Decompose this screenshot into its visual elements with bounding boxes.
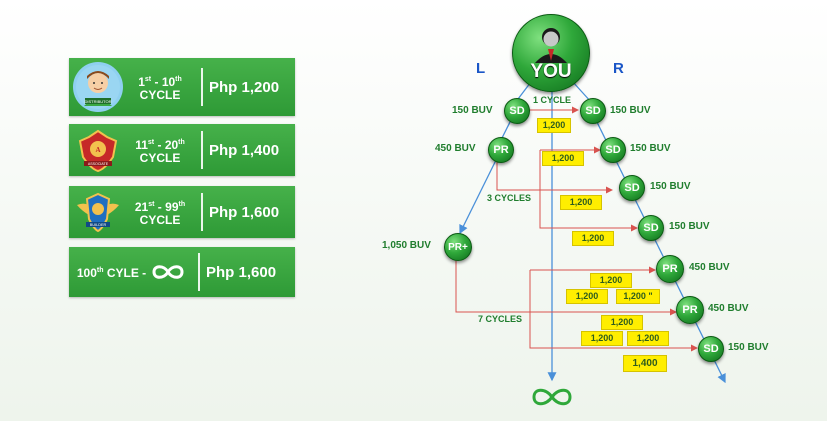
tier-panel-associate: A ASSOCIATE 11st - 20th CYCLE Php 1,400 bbox=[69, 124, 295, 176]
tier-panel-distributor: DISTRIBUTOR 1st - 10th CYCLE Php 1,200 bbox=[69, 58, 295, 116]
tier-amount: Php 1,200 bbox=[209, 78, 280, 96]
right-leg-label: R bbox=[613, 60, 624, 77]
buv-label: 450 BUV bbox=[708, 303, 749, 314]
payout-box: 1,200 bbox=[560, 195, 602, 210]
payout-box: 1,200 bbox=[627, 331, 669, 346]
tier-divider bbox=[201, 68, 203, 106]
node-pr-right-5: PR bbox=[656, 255, 684, 283]
badge-caption: ASSOCIATE bbox=[88, 162, 109, 166]
associate-shield-icon: A ASSOCIATE bbox=[73, 125, 123, 175]
buv-label: 150 BUV bbox=[669, 221, 710, 232]
payout-box: 1,200 bbox=[542, 151, 584, 166]
payout-box: 1,200 " bbox=[616, 289, 660, 304]
you-node: YOU bbox=[512, 14, 590, 92]
badge-caption: DISTRIBUTOR bbox=[84, 99, 111, 104]
tier-divider bbox=[201, 131, 203, 169]
node-sd-left-1: SD bbox=[504, 98, 530, 124]
payout-box: 1,200 bbox=[581, 331, 623, 346]
distributor-boy-icon: DISTRIBUTOR bbox=[73, 62, 123, 112]
left-leg-label: L bbox=[476, 60, 486, 77]
tier-amount: Php 1,600 bbox=[206, 263, 277, 281]
builder-wings-icon: BUILDER bbox=[73, 187, 123, 237]
buv-label: 150 BUV bbox=[728, 342, 769, 353]
payout-box: 1,200 bbox=[572, 231, 614, 246]
node-pr-right-6: PR bbox=[676, 296, 704, 324]
buv-label: 450 BUV bbox=[689, 262, 730, 273]
payout-box: 1,200 bbox=[590, 273, 632, 288]
payout-box: 1,200 bbox=[566, 289, 608, 304]
node-sd-right-2: SD bbox=[600, 137, 626, 163]
node-pr-left-2: PR bbox=[488, 137, 514, 163]
tier-cycle-range: 100th CYLE - bbox=[69, 263, 194, 281]
tier-amount: Php 1,600 bbox=[209, 203, 280, 221]
buv-label: 150 BUV bbox=[630, 143, 671, 154]
infinity-icon bbox=[152, 265, 184, 279]
tier-cycle-range: 1st - 10th CYCLE bbox=[138, 74, 182, 102]
tier-amount: Php 1,400 bbox=[209, 141, 280, 159]
svg-text:A: A bbox=[95, 146, 100, 154]
tier-divider bbox=[198, 253, 200, 291]
cycle-label-3: 3 CYCLES bbox=[487, 193, 532, 203]
infinity-icon bbox=[532, 388, 572, 406]
node-sd-right-7: SD bbox=[698, 336, 724, 362]
tier-panel-builder: BUILDER 21st - 99th CYCLE Php 1,600 bbox=[69, 186, 295, 238]
node-prplus-left-3: PR+ bbox=[444, 233, 472, 261]
buv-label: 150 BUV bbox=[610, 105, 651, 116]
you-label: YOU bbox=[530, 61, 572, 82]
buv-label: 150 BUV bbox=[452, 105, 493, 116]
tier-divider bbox=[201, 193, 203, 231]
tier-panel-unlimited: 100th CYLE - Php 1,600 bbox=[69, 247, 295, 297]
node-sd-right-3: SD bbox=[619, 175, 645, 201]
businessman-avatar-icon bbox=[535, 28, 567, 63]
buv-label: 450 BUV bbox=[435, 143, 476, 154]
node-sd-right-4: SD bbox=[638, 215, 664, 241]
badge-caption: BUILDER bbox=[90, 223, 107, 227]
tier-cycle-range: 11st - 20th CYCLE bbox=[135, 137, 185, 165]
payout-box: 1,200 bbox=[601, 315, 643, 330]
cycle-label-7: 7 CYCLES bbox=[478, 314, 523, 324]
tier-cycle-range: 21st - 99th CYCLE bbox=[134, 199, 186, 227]
cycle-label-1: 1 CYCLE bbox=[533, 95, 572, 105]
payout-box: 1,200 bbox=[537, 118, 571, 133]
node-sd-right-1: SD bbox=[580, 98, 606, 124]
buv-label: 150 BUV bbox=[650, 181, 691, 192]
buv-label: 1,050 BUV bbox=[382, 240, 431, 251]
payout-box: 1,400 bbox=[623, 355, 667, 372]
